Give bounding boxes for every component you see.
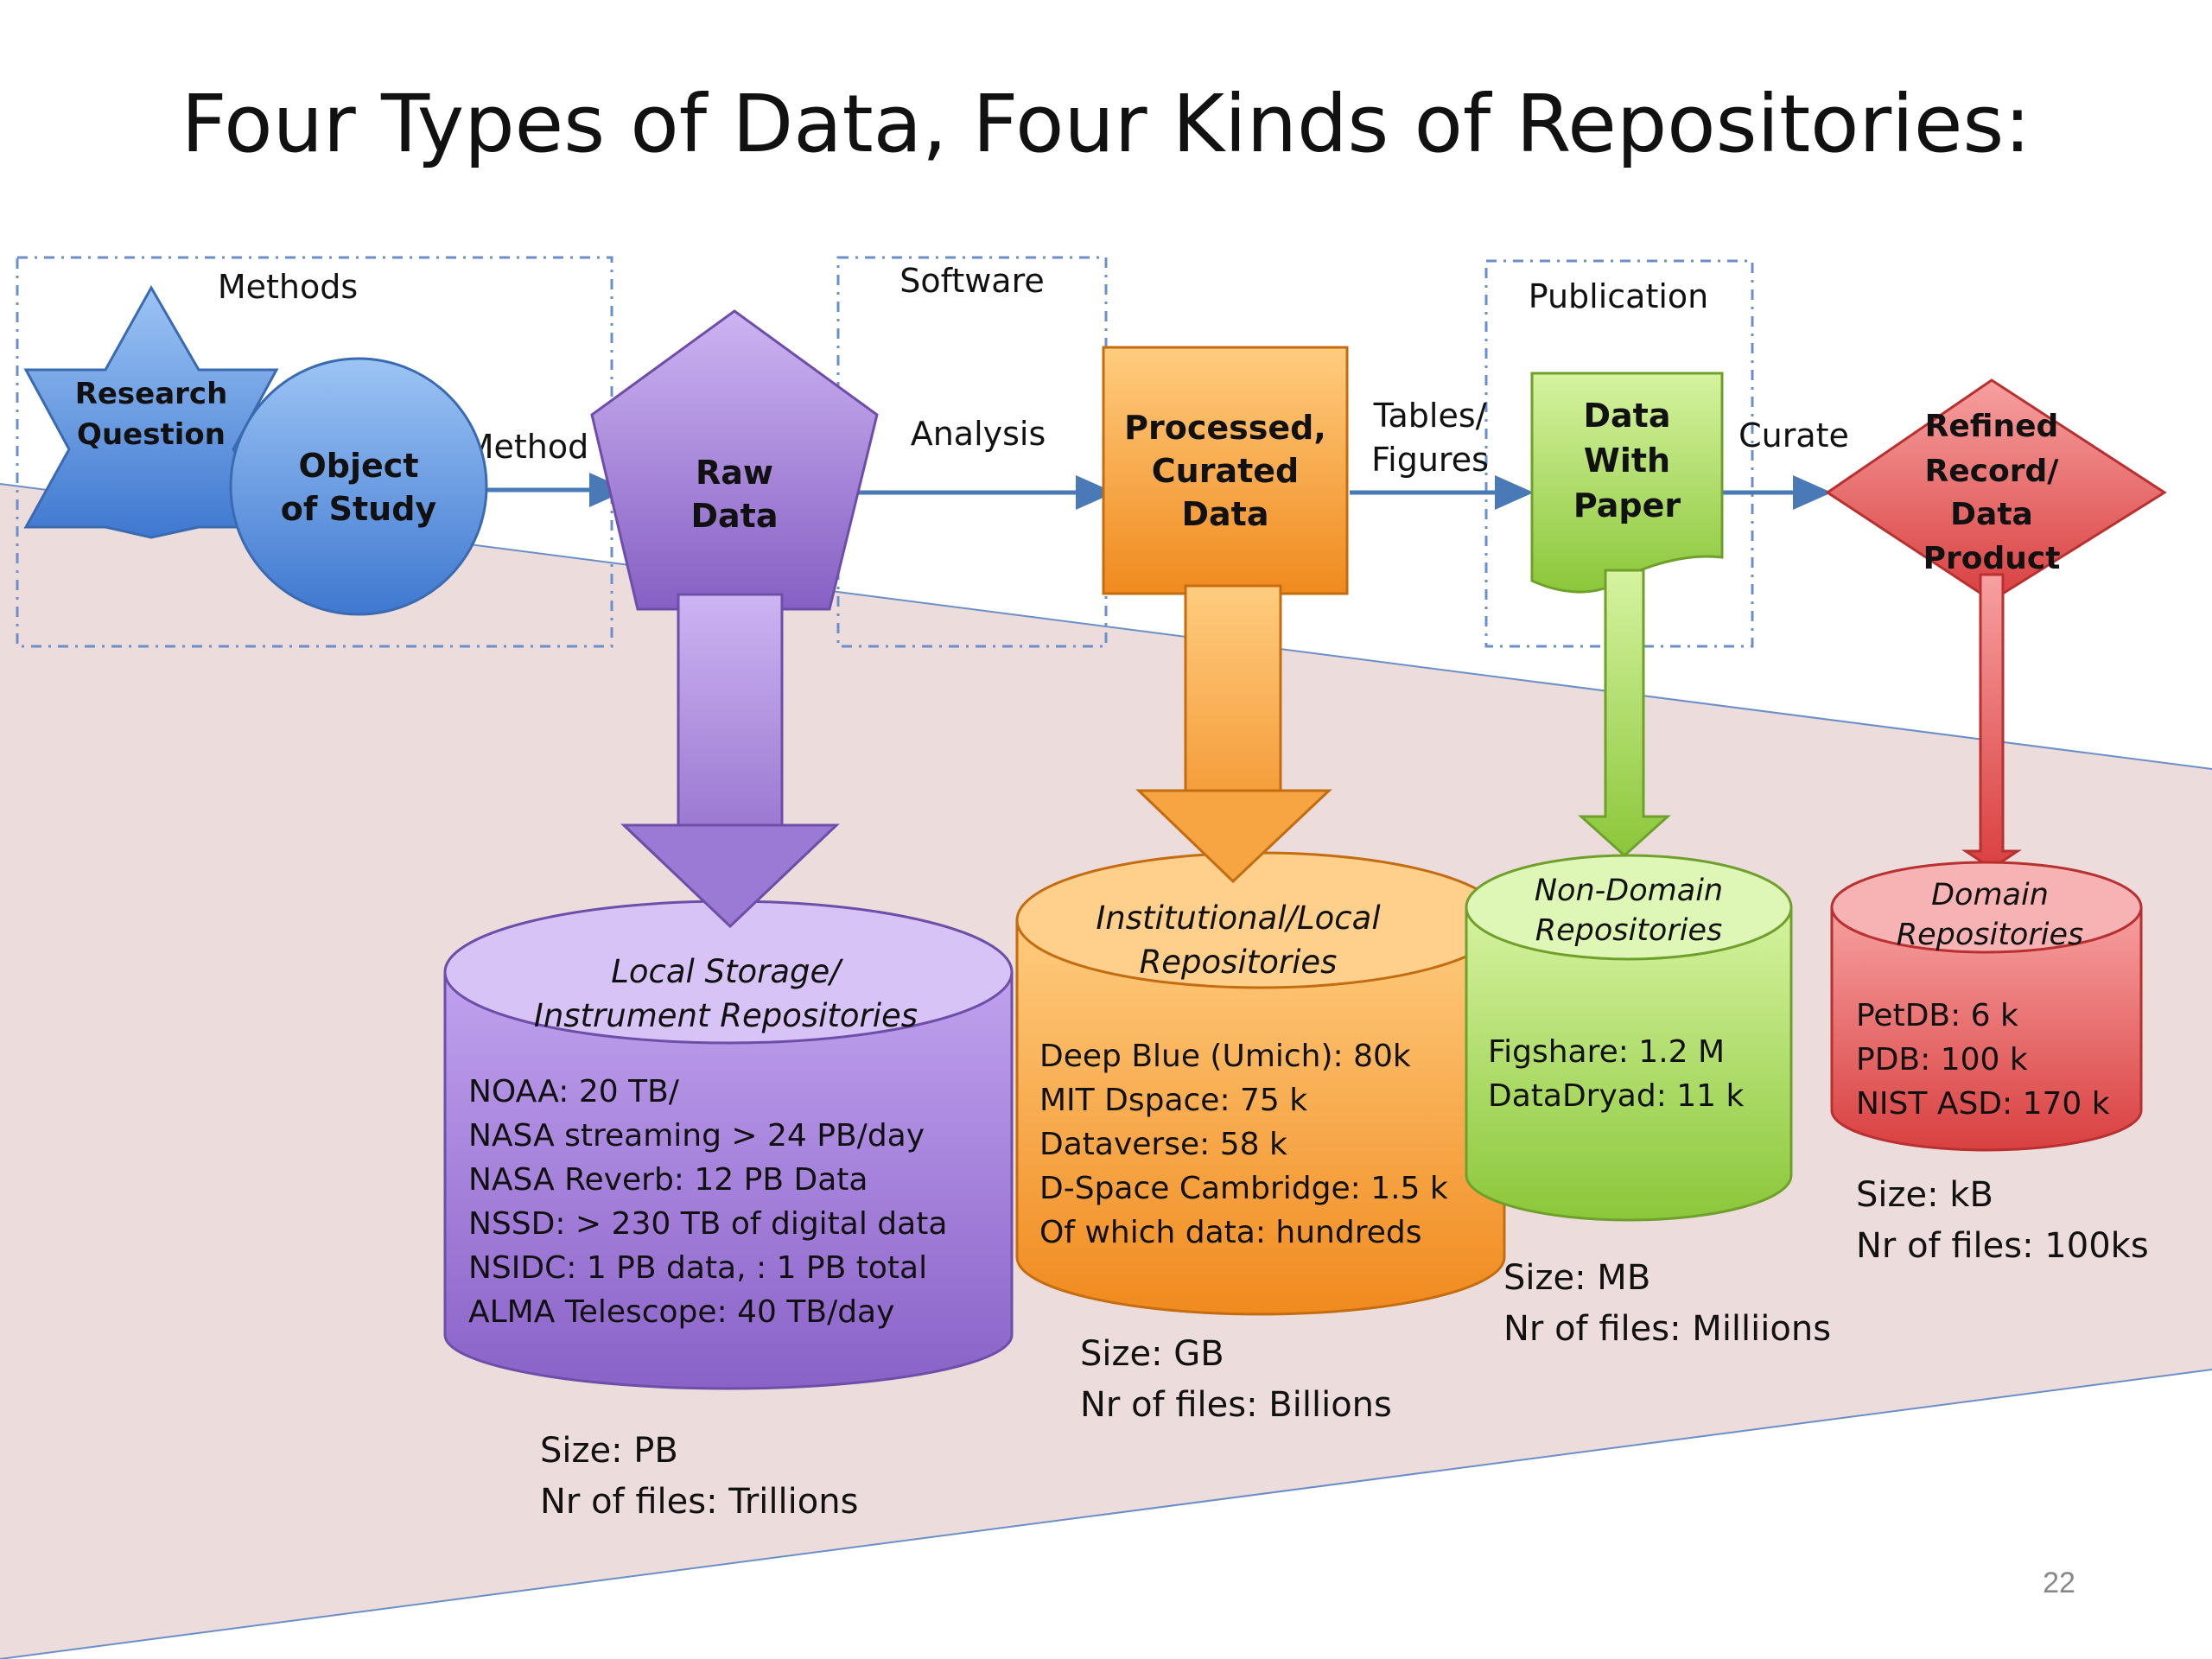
cylinder-institutional xyxy=(1015,851,1506,1316)
object-of-study-circle xyxy=(229,357,488,616)
local-repo-title-2: Instrument Repositories xyxy=(534,997,918,1034)
non-domain-repo-size: Size: MB xyxy=(1503,1258,1650,1298)
edge-label-tables-figures-1: Tables/ xyxy=(1373,397,1487,435)
cylinder-domain xyxy=(1830,861,2143,1152)
raw-data-label-2: Data xyxy=(691,497,779,535)
edge-label-curate: Curate xyxy=(1738,416,1849,454)
edge-label-tables-figures-2: Figures xyxy=(1371,441,1489,479)
edge-label-analysis: Analysis xyxy=(911,415,1046,453)
institutional-repo-item: Of which data: hundreds xyxy=(1039,1215,1422,1250)
down-arrow-orange-tip xyxy=(1135,789,1332,884)
raw-data-label-1: Raw xyxy=(696,454,773,492)
local-repo-title-1: Local Storage/ xyxy=(611,953,843,990)
non-domain-repo-item: DataDryad: 11 k xyxy=(1488,1078,1745,1114)
local-repo-item: NSSD: > 230 TB of digital data xyxy=(468,1206,947,1242)
object-of-study-label-1: Object xyxy=(299,447,419,485)
data-with-paper-label-1: Data xyxy=(1584,397,1671,435)
non-domain-repo-title-2: Repositories xyxy=(1535,913,1722,948)
local-repo-item: NASA streaming > 24 PB/day xyxy=(468,1118,925,1154)
processed-data-label-3: Data xyxy=(1182,495,1269,533)
refined-record-label-1: Refined xyxy=(1925,409,2059,444)
non-domain-repo-item: Figshare: 1.2 M xyxy=(1488,1034,1725,1070)
refined-record-label-4: Product xyxy=(1923,541,2061,576)
down-arrow-green xyxy=(1578,569,1671,858)
domain-repo-size: Size: kB xyxy=(1856,1175,1993,1215)
institutional-repo-files: Nr of files: Billions xyxy=(1080,1385,1392,1425)
domain-repo-title-2: Repositories xyxy=(1897,918,2083,952)
processed-data-label-1: Processed, xyxy=(1124,409,1326,447)
page-number: 22 xyxy=(2043,1567,2075,1599)
non-domain-repo-title-1: Non-Domain xyxy=(1535,874,1723,908)
non-domain-repo-files: Nr of files: Milliions xyxy=(1503,1309,1831,1349)
data-with-paper-label-2: With xyxy=(1584,442,1670,480)
down-arrow-red xyxy=(1961,573,2022,870)
data-with-paper-label-3: Paper xyxy=(1573,486,1681,524)
cylinder-local-storage xyxy=(443,899,1014,1390)
edge-label-method: Method xyxy=(466,428,589,466)
group-label-software: Software xyxy=(899,262,1045,300)
group-box-methods xyxy=(16,256,613,648)
group-label-publication: Publication xyxy=(1529,277,1709,315)
processed-data-box xyxy=(1102,346,1349,595)
down-arrow-purple-tip xyxy=(620,823,840,929)
local-repo-item: NOAA: 20 TB/ xyxy=(468,1074,680,1109)
local-repo-item: NASA Reverb: 12 PB Data xyxy=(468,1162,868,1198)
institutional-repo-item: MIT Dspace: 75 k xyxy=(1039,1083,1307,1118)
institutional-repo-item: Deep Blue (Umich): 80k xyxy=(1039,1039,1411,1074)
local-repo-item: NSIDC: 1 PB data, : 1 PB total xyxy=(468,1250,927,1286)
research-question-label-2: Question xyxy=(77,417,226,452)
refined-record-label-2: Record/ xyxy=(1925,454,2060,489)
domain-repo-item: NIST ASD: 170 k xyxy=(1856,1086,2110,1122)
processed-data-label-2: Curated xyxy=(1152,452,1299,490)
institutional-repo-item: D-Space Cambridge: 1.5 k xyxy=(1039,1171,1448,1206)
domain-repo-files: Nr of files: 100ks xyxy=(1856,1226,2149,1266)
local-repo-files: Nr of files: Trillions xyxy=(540,1482,858,1522)
research-question-label-1: Research xyxy=(75,377,228,411)
object-of-study-label-2: of Study xyxy=(281,490,437,528)
domain-repo-title-1: Domain xyxy=(1931,878,2049,912)
domain-repo-item: PDB: 100 k xyxy=(1856,1042,2028,1077)
group-label-methods: Methods xyxy=(218,268,358,306)
domain-repo-item: PetDB: 6 k xyxy=(1856,998,2018,1033)
research-question-star xyxy=(23,284,279,539)
band-bottom-line xyxy=(0,1369,2212,1659)
slide-title: Four Types of Data, Four Kinds of Reposi… xyxy=(181,78,2031,170)
refined-record-label-3: Data xyxy=(1950,497,2033,532)
institutional-repo-item: Dataverse: 58 k xyxy=(1039,1127,1287,1162)
institutional-repo-size: Size: GB xyxy=(1080,1334,1224,1374)
institutional-repo-title-1: Institutional/Local xyxy=(1096,899,1381,937)
local-repo-size: Size: PB xyxy=(540,1431,678,1471)
cylinder-non-domain xyxy=(1465,854,1793,1222)
local-repo-item: ALMA Telescope: 40 TB/day xyxy=(468,1294,894,1330)
institutional-repo-title-2: Repositories xyxy=(1140,944,1338,981)
